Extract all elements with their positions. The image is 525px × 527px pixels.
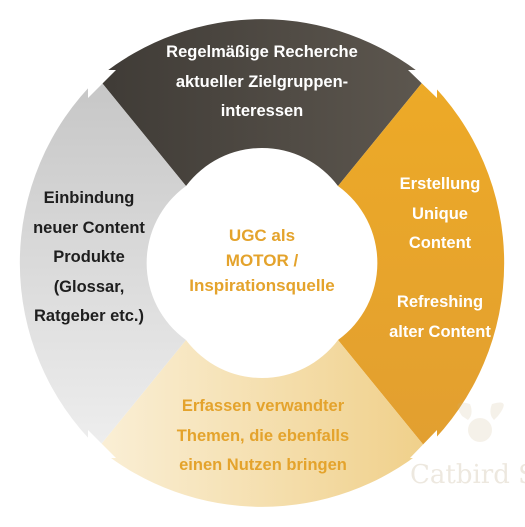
segment-bottom-label: Erfassen verwandter Themen, die ebenfall… (176, 397, 350, 474)
arrow-notch-top-left (88, 70, 116, 98)
segment-left (19, 78, 186, 448)
arrow-notch-bottom-right (410, 430, 437, 458)
segment-bottom (98, 340, 426, 507)
watermark-logo (457, 402, 504, 442)
segment-top (98, 19, 426, 186)
center-label: UGC als MOTOR / Inspirationsquelle (189, 226, 335, 295)
segment-left-label: Einbindung neuer Content Produkte (Gloss… (33, 189, 145, 325)
watermark-text: Catbird S (410, 460, 525, 490)
arrow-notch-bottom-left (88, 430, 116, 458)
center-circle (166, 167, 358, 359)
segment-right (338, 78, 505, 448)
arrow-notch-top-right (408, 70, 437, 98)
segment-top-label: Regelmäßige Recherche aktueller Zielgrup… (166, 43, 358, 120)
segment-right-label: Erstellung Unique Content Refreshing alt… (389, 175, 491, 341)
